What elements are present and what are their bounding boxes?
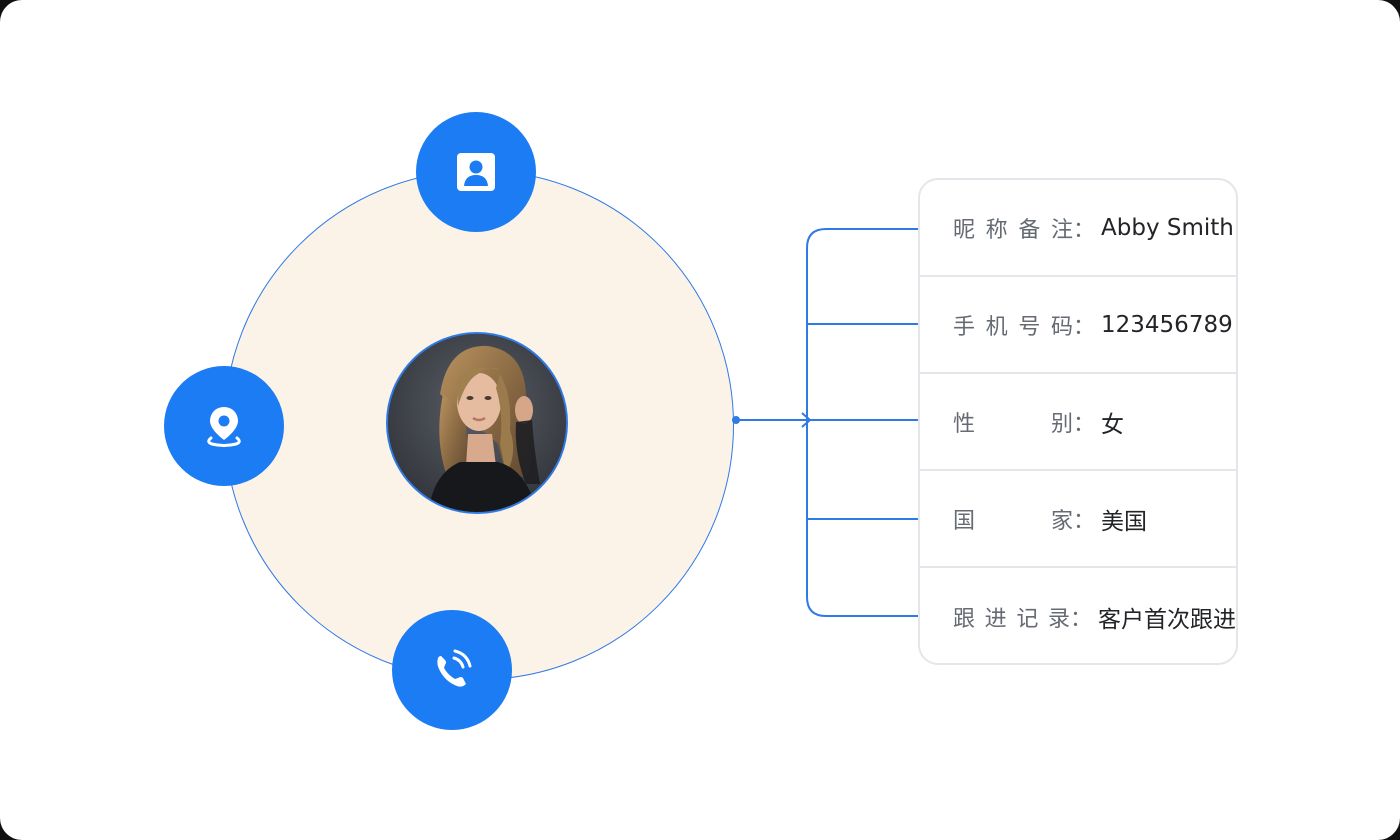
info-row-nickname: 昵称备注：Abby Smith	[920, 180, 1236, 277]
phone-call-icon	[437, 649, 472, 687]
gender-value: 女	[1101, 411, 1125, 438]
avatar[interactable]	[386, 332, 568, 514]
phone-value: 123456789	[1101, 311, 1233, 338]
contact-info-card: 昵称备注：Abby Smith 手机号码：123456789 性别：女 国家：美…	[918, 178, 1238, 665]
followup-label: 跟进记录	[953, 606, 1070, 632]
gender-colon: ：	[1073, 411, 1096, 437]
nickname-label: 昵称备注	[953, 217, 1073, 243]
contact-card-button[interactable]	[416, 112, 536, 232]
location-pin-icon	[207, 407, 241, 447]
phone-label: 手机号码	[953, 314, 1073, 340]
country-label: 国家	[953, 508, 1073, 534]
country-value: 美国	[1101, 508, 1148, 535]
avatar-photo	[388, 334, 566, 512]
info-row-country: 国家：美国	[920, 471, 1236, 568]
followup-colon: ：	[1069, 606, 1092, 632]
country-colon: ：	[1073, 508, 1096, 534]
connector-bracket	[806, 228, 918, 617]
info-row-gender: 性别：女	[920, 374, 1236, 471]
nickname-value: Abby Smith	[1101, 214, 1234, 241]
location-button[interactable]	[164, 366, 284, 486]
phone-colon: ：	[1073, 314, 1096, 340]
followup-value: 客户首次跟进	[1098, 606, 1236, 633]
contact-card-icon	[457, 153, 495, 191]
info-row-followup: 跟进记录：客户首次跟进	[920, 568, 1236, 663]
nickname-colon: ：	[1073, 217, 1096, 243]
gender-label: 性别	[953, 411, 1073, 437]
phone-call-button[interactable]	[392, 610, 512, 730]
info-row-phone: 手机号码：123456789	[920, 277, 1236, 374]
